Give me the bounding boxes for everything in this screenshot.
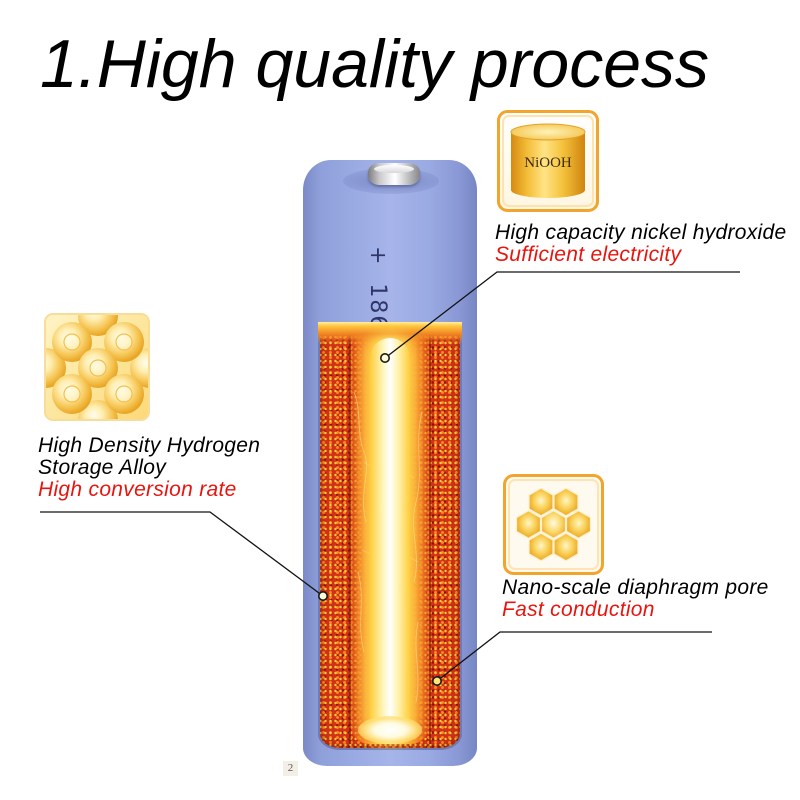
pore-hexagon (553, 487, 579, 517)
leader-line-nickel-hydroxide (384, 271, 740, 359)
alloy-sphere-core (89, 359, 107, 377)
cutaway-separator-left (349, 328, 351, 744)
cutaway-glowing-core (370, 338, 410, 738)
callout-diaphragm-pore-highlight: Fast conduction (502, 598, 655, 621)
pore-hexagon (528, 487, 554, 517)
callout-nickel-hydroxide-line: High capacity nickel hydroxide (495, 221, 787, 244)
callout-nickel-hydroxide-highlight: Sufficient electricity (495, 243, 682, 266)
alloy-sphere-core (63, 385, 81, 403)
pore-hexagon (553, 532, 579, 562)
callout-hydrogen-alloy-highlight: High conversion rate (38, 478, 237, 501)
callout-dot-diaphragm-pore (431, 675, 442, 686)
alloy-sphere-core (63, 333, 81, 351)
leader-line-diaphragm-pore (436, 631, 712, 682)
callout-nickel-hydroxide: High capacity nickel hydroxide Sufficien… (495, 222, 786, 266)
alloy-sphere-partial (130, 348, 148, 388)
callout-dot-nickel-hydroxide (379, 352, 390, 363)
page-title: 1.High quality process (40, 26, 710, 102)
icon-inner-frame (502, 115, 594, 207)
alloy-sphere-core (115, 333, 133, 351)
alloy-sphere-partial (78, 315, 118, 336)
electrode-vein-line (353, 391, 368, 523)
honeycomb-pore-icon (503, 474, 604, 575)
niooh-label: NiOOH (524, 155, 572, 171)
callout-diaphragm-pore-line: Nano-scale diaphragm pore (502, 576, 769, 599)
pore-hexagon (565, 510, 592, 539)
callout-hydrogen-alloy-line: High Density Hydrogen (38, 434, 261, 457)
cutaway-separator-right (429, 328, 431, 744)
callout-diaphragm-pore: Nano-scale diaphragm pore Fast conductio… (502, 577, 769, 621)
electrode-vein-line (357, 571, 365, 653)
cutaway-top-band (318, 322, 462, 344)
electrode-vein-line (413, 411, 423, 583)
cylinder-top (510, 123, 586, 141)
cutaway-bottom-glow (358, 716, 422, 744)
cylinder-body (511, 132, 585, 190)
page-number: 2 (283, 761, 298, 776)
battery-terminal-highlight (374, 165, 414, 173)
pore-hexagon (515, 510, 542, 539)
hydrogen-alloy-spheres-icon (44, 313, 150, 421)
alloy-sphere-partial (78, 400, 118, 419)
alloy-sphere-partial (46, 348, 66, 388)
icon-inner-frame (508, 479, 599, 570)
callout-hydrogen-alloy-line: Storage Alloy (38, 456, 167, 479)
pore-hexagon (528, 532, 554, 562)
leader-line-hydrogen-alloy (40, 511, 324, 597)
pore-hexagon-center (540, 510, 567, 539)
electrode-vein-line (415, 621, 419, 703)
niooh-cylinder-icon: NiOOH (497, 110, 599, 212)
callout-dot-hydrogen-alloy (317, 590, 328, 601)
alloy-sphere-grid (46, 315, 148, 419)
alloy-sphere-core (115, 385, 133, 403)
battery-positive-terminal (368, 163, 420, 185)
callout-hydrogen-alloy: High Density Hydrogen Storage Alloy High… (38, 435, 260, 501)
